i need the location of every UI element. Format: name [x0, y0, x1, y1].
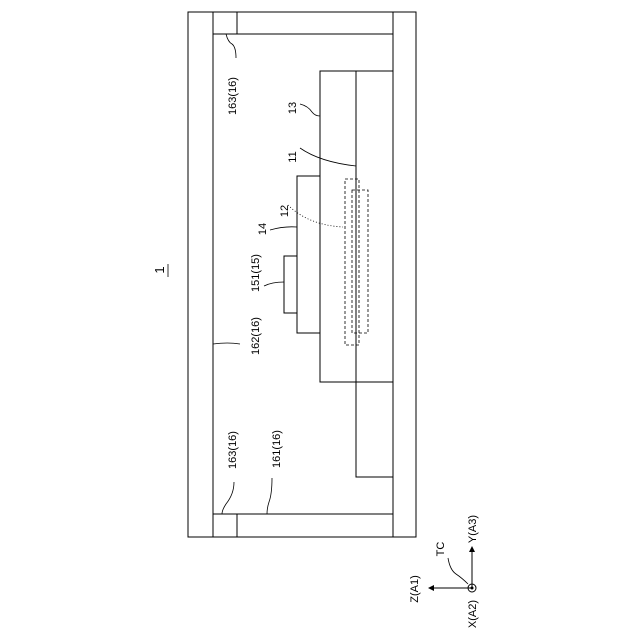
tc-label: TC [435, 542, 447, 557]
leader-151 [264, 282, 284, 286]
label-151: 151(15) [250, 254, 262, 292]
figure-ref-number: 1 [152, 266, 167, 273]
label-163-bottom: 163(16) [227, 431, 239, 469]
x-axis-dot [471, 587, 474, 590]
label-163-top: 163(16) [227, 77, 239, 115]
y-arrowhead [469, 546, 475, 552]
coordinate-indicator: TC Z(A1) Y(A3) X(A2) [409, 515, 479, 628]
z-axis-label: Z(A1) [409, 575, 421, 603]
outer-frame [188, 12, 416, 537]
component-11 [356, 71, 393, 477]
leader-161 [267, 478, 272, 514]
label-161: 161(16) [271, 430, 283, 468]
tc-leader [448, 558, 468, 584]
leader-162 [213, 343, 240, 344]
leader-163-bottom [222, 482, 234, 514]
dashed-region-inner [352, 190, 368, 333]
label-11: 11 [287, 151, 299, 162]
label-13: 13 [287, 102, 299, 114]
leader-11 [300, 148, 356, 166]
leader-163-top [226, 34, 236, 58]
z-arrowhead [428, 585, 434, 591]
component-151 [284, 256, 297, 313]
leader-13 [300, 104, 320, 116]
component-14 [297, 176, 320, 333]
label-162: 162(16) [250, 317, 262, 355]
leader-12 [288, 205, 343, 227]
label-12: 12 [279, 205, 291, 217]
leader-14 [270, 227, 297, 230]
y-axis-label: Y(A3) [467, 515, 479, 543]
x-axis-label: X(A2) [467, 600, 479, 628]
label-14: 14 [257, 223, 269, 235]
